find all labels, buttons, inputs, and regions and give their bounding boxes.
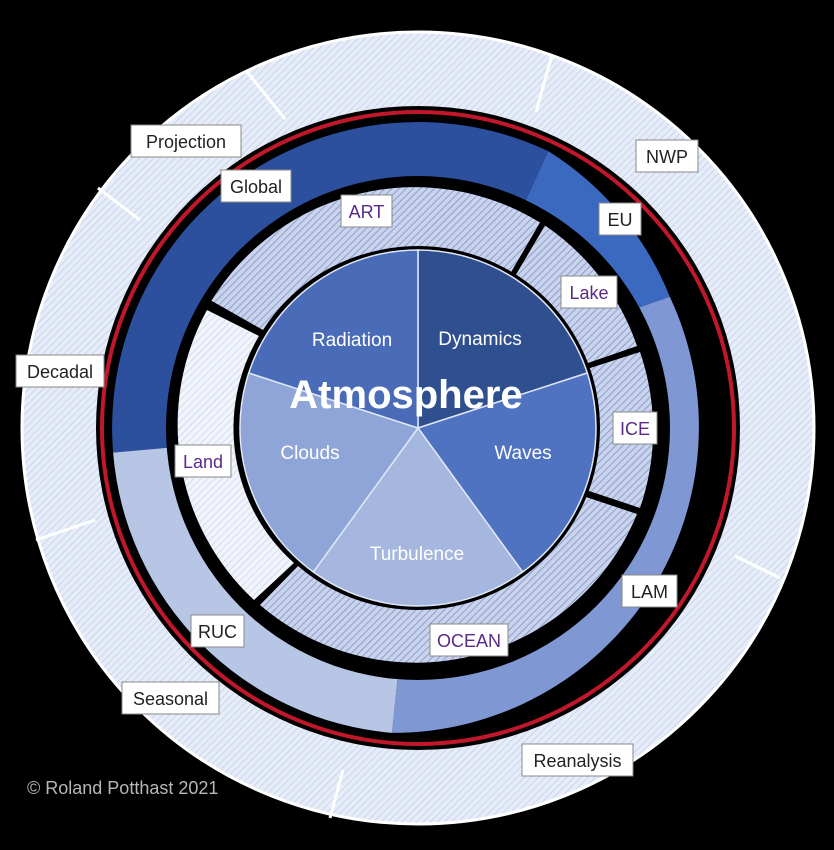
label-ice: ICE xyxy=(620,419,650,439)
label-projection-box: Projection xyxy=(130,124,242,158)
label-ocean-box: OCEAN xyxy=(429,623,509,657)
coupling-sector-land xyxy=(177,310,294,600)
core-sector-waves xyxy=(416,372,597,574)
timescale-ring-dividers xyxy=(35,54,781,819)
core-sector-dynamics xyxy=(417,249,589,430)
label-radiation: Radiation xyxy=(312,330,392,351)
label-global: Global xyxy=(230,177,282,197)
label-ice-box: ICE xyxy=(612,411,658,445)
label-land: Land xyxy=(183,452,223,472)
label-art-box: ART xyxy=(340,194,393,228)
copyright-notice: © Roland Potthast 2021 xyxy=(27,778,219,798)
core-sector-turbulence xyxy=(312,426,524,607)
diagram-title: Atmosphere xyxy=(289,373,522,417)
label-eu-box: EU xyxy=(598,202,642,236)
label-reanalysis-box: Reanalysis xyxy=(521,743,634,777)
label-global-box: Global xyxy=(220,169,292,203)
label-lam-box: LAM xyxy=(621,574,678,608)
label-nwp: NWP xyxy=(646,147,688,167)
label-decadal-box: Decadal xyxy=(15,354,105,388)
label-projection: Projection xyxy=(146,132,226,152)
red-accent-ring xyxy=(100,110,736,746)
label-eu: EU xyxy=(607,210,632,230)
core-sector-radiation xyxy=(247,249,419,430)
label-land-box: Land xyxy=(174,444,232,478)
label-ocean: OCEAN xyxy=(437,631,501,651)
label-reanalysis: Reanalysis xyxy=(533,751,621,771)
label-turbulence: Turbulence xyxy=(370,544,464,565)
core-sector-clouds xyxy=(239,372,420,574)
coupling-sector-ocean xyxy=(260,496,637,663)
label-lake: Lake xyxy=(569,283,608,303)
label-waves: Waves xyxy=(494,443,551,464)
label-ruc-box: RUC xyxy=(190,614,245,648)
label-lake-box: Lake xyxy=(560,275,618,309)
label-nwp-box: NWP xyxy=(635,139,699,173)
label-art: ART xyxy=(349,202,385,222)
label-lam: LAM xyxy=(631,582,668,602)
label-seasonal: Seasonal xyxy=(133,689,208,709)
label-dynamics: Dynamics xyxy=(438,329,521,350)
label-seasonal-box: Seasonal xyxy=(121,681,220,715)
coupling-sector-art xyxy=(211,187,540,330)
label-decadal: Decadal xyxy=(27,362,93,382)
label-ruc: RUC xyxy=(198,622,237,642)
label-clouds: Clouds xyxy=(280,443,339,464)
